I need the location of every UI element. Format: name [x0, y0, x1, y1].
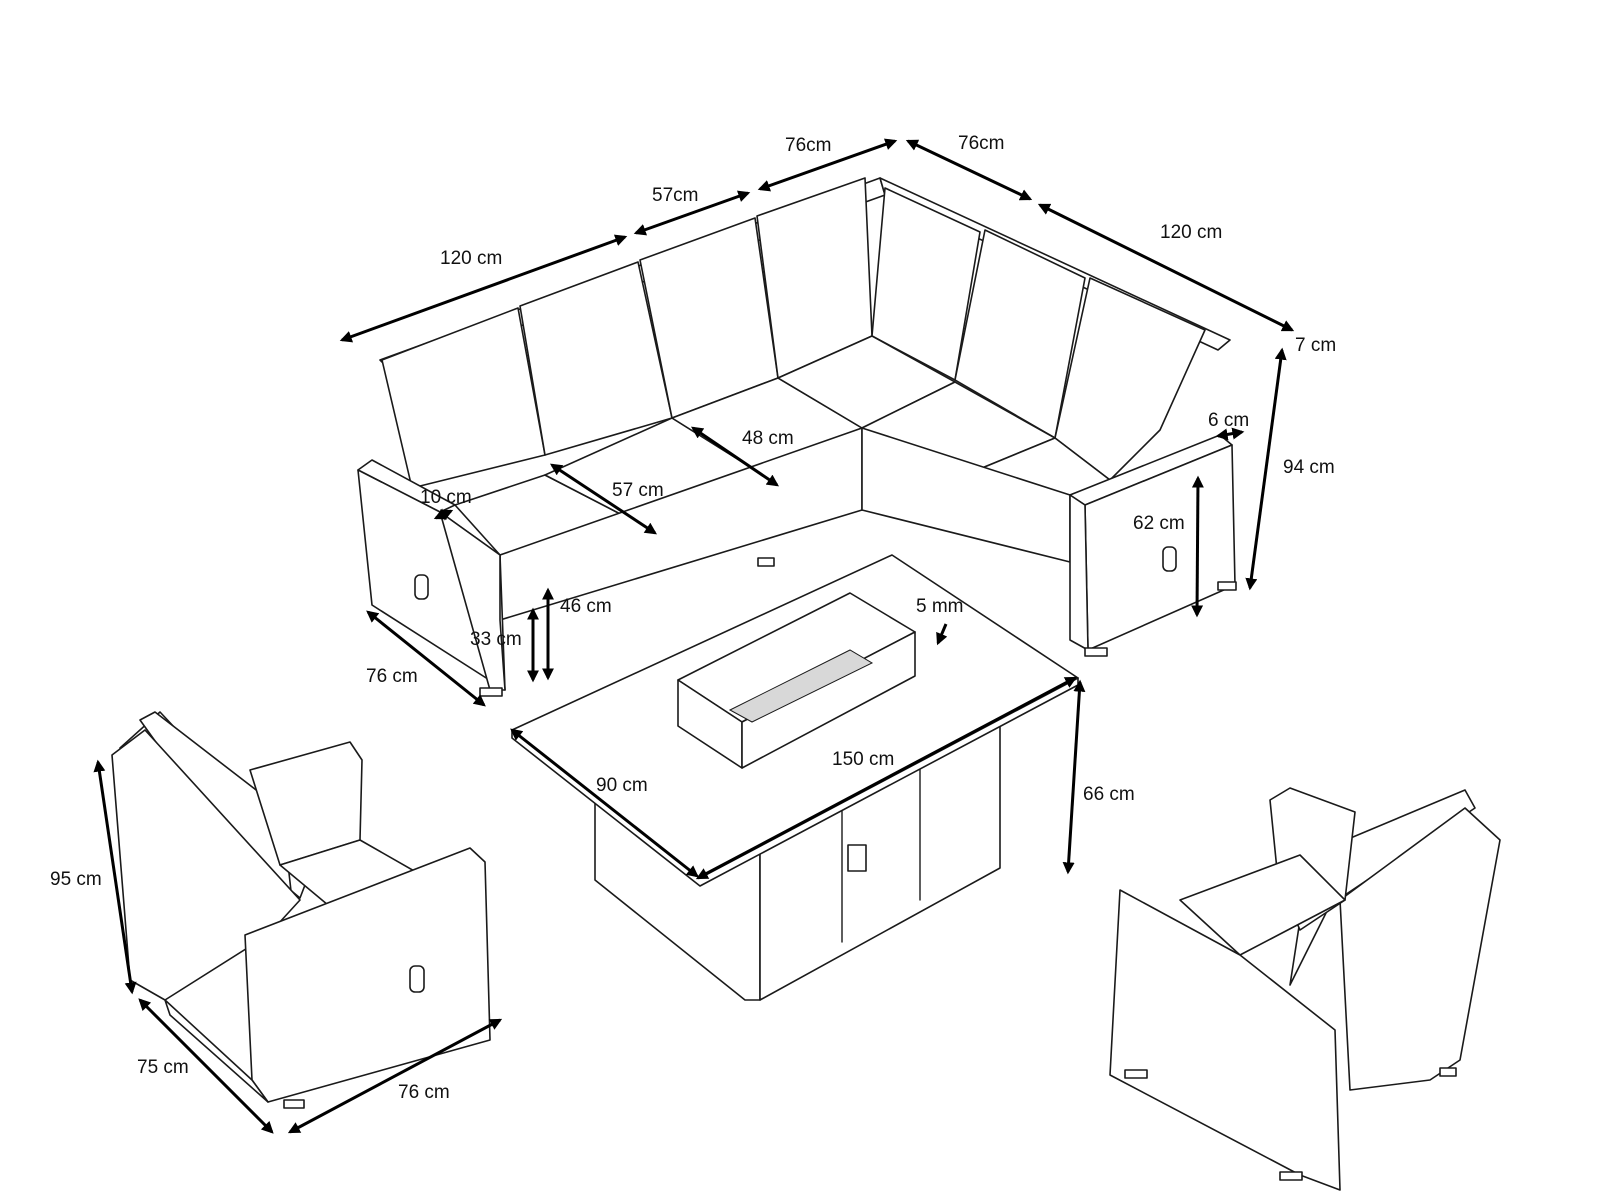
right-chair-left-arm: [1109, 889, 1341, 1191]
dim-line-sofa-depth: [366, 610, 486, 707]
dim-line-table-length: [695, 676, 1078, 880]
sofa-foot-2: [1084, 647, 1108, 657]
label-chair-depth: 75 cm: [137, 1057, 189, 1078]
right-chair-foot-3: [1439, 1067, 1457, 1077]
dim-line-arm-width-left: [433, 508, 454, 521]
dim-line-arm-inner: [1215, 427, 1245, 441]
label-seat-depth-middle: 48 cm: [742, 428, 794, 449]
dim-line-chair-height: [93, 759, 137, 995]
label-chair-height: 95 cm: [50, 869, 102, 890]
label-seat-height-33: 33 cm: [470, 629, 522, 650]
label-arm-height: 62 cm: [1133, 513, 1185, 534]
label-seat-height-46: 46 cm: [560, 596, 612, 617]
label-table-length: 150 cm: [832, 749, 895, 770]
label-right-back: 120 cm: [1160, 222, 1223, 243]
left-chair-armrest-top: [249, 741, 363, 866]
dim-line-glass-thickness: [936, 623, 948, 646]
right-chair-seat: [1179, 854, 1346, 956]
right-chair-foot-2: [1279, 1171, 1303, 1181]
label-top-corner-left: 76cm: [785, 135, 832, 156]
dim-line-seat-width: [549, 463, 658, 535]
left-chair-foot: [283, 1099, 305, 1109]
left-armchair: [111, 711, 491, 1109]
label-chair-width: 76 cm: [398, 1082, 450, 1103]
dim-line-table-height: [1062, 679, 1086, 875]
label-table-width: 90 cm: [596, 775, 648, 796]
cabinet-handle: [847, 844, 867, 872]
label-sofa-height: 94 cm: [1283, 457, 1335, 478]
sofa-foot-1: [479, 687, 503, 697]
dim-line-seat-depth-middle: [691, 426, 779, 487]
dim-line-right-back: [1037, 203, 1295, 332]
sofa-foot-3: [757, 557, 775, 567]
sofa-foot-4: [1217, 581, 1237, 591]
label-top-corner-right: 76cm: [958, 133, 1005, 154]
right-armchair: [1109, 787, 1501, 1191]
label-seat-width: 57 cm: [612, 480, 664, 501]
dim-line-table-width: [510, 728, 699, 878]
label-arm-inner: 6 cm: [1208, 410, 1250, 431]
label-arm-width-left: 10 cm: [420, 487, 472, 508]
dim-line-chair-width: [287, 1018, 503, 1134]
dim-line-top-left-back: [339, 234, 628, 343]
dim-line-chair-depth: [138, 998, 274, 1134]
right-recline-handle: [1162, 546, 1177, 572]
label-table-height: 66 cm: [1083, 784, 1135, 805]
dim-line-sofa-height: [1245, 347, 1287, 591]
label-arm-width-top: 7 cm: [1295, 335, 1337, 356]
dimension-lines: [93, 138, 1295, 1134]
back-cushion-1: [381, 307, 546, 489]
label-top-middle-back: 57cm: [652, 185, 699, 206]
dim-line-top-corner-right: [905, 139, 1033, 201]
right-arm-front: [1069, 494, 1089, 651]
right-chair-foot-1: [1124, 1069, 1148, 1079]
dim-line-top-middle-back: [633, 190, 751, 236]
left-recline-handle: [414, 574, 429, 600]
dim-line-arm-height: [1191, 475, 1204, 618]
label-top-left-back: 120 cm: [440, 248, 503, 269]
dim-line-top-corner-left: [757, 138, 898, 192]
label-glass-thickness: 5 mm: [916, 596, 964, 617]
label-sofa-depth: 76 cm: [366, 666, 418, 687]
left-chair-handle: [409, 965, 425, 993]
